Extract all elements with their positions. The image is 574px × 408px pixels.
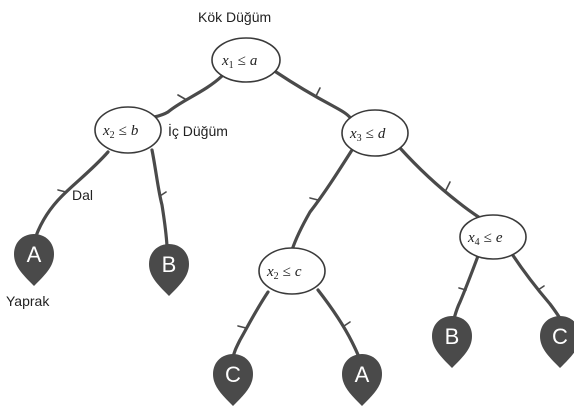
node-n2-val: b — [131, 123, 139, 139]
branch-n4-left — [231, 290, 270, 360]
twig — [177, 94, 186, 100]
twig — [237, 325, 247, 329]
branch-n3-left — [290, 148, 354, 252]
twig — [343, 321, 351, 327]
node-n4: x2 ≤c — [258, 247, 326, 295]
leaf-2: B — [149, 244, 189, 296]
node-n3-var: x — [349, 126, 357, 142]
node-n5-var: x — [467, 230, 475, 246]
branch-label: Dal — [72, 187, 93, 203]
leaf-3-label: C — [225, 362, 241, 387]
leaf-4: A — [342, 354, 382, 406]
twig — [315, 87, 321, 97]
svg-text:x4≤e: x4 ≤e — [467, 230, 503, 248]
node-root-op: ≤ — [238, 53, 246, 69]
leaf-4-label: A — [355, 362, 370, 387]
node-root-sub: 1 — [229, 60, 234, 71]
twig — [159, 191, 167, 197]
leaf-6: C — [540, 316, 574, 368]
branch-n3-right — [398, 146, 482, 220]
node-n4-val: c — [295, 264, 302, 280]
twig — [458, 287, 467, 291]
leaf-1-label: A — [27, 242, 42, 267]
leaf-6-label: C — [552, 324, 568, 349]
internal-node-label: İç Düğüm — [168, 122, 228, 139]
branch-root-right — [274, 70, 354, 122]
node-n4-sub: 2 — [274, 271, 279, 282]
svg-text:x2≤b: x2 ≤b — [102, 123, 139, 141]
leaf-5-label: B — [445, 324, 460, 349]
svg-text:x3≤d: x3 ≤d — [349, 126, 386, 144]
node-internal-right: x3 ≤d — [341, 109, 409, 157]
leaf-label: Yaprak — [6, 293, 50, 309]
svg-text:x1≤a: x1 ≤a — [221, 53, 257, 71]
node-internal-left: x2 ≤b — [94, 106, 162, 154]
leaf-2-label: B — [162, 252, 177, 277]
twig — [445, 181, 451, 191]
node-n2-var: x — [102, 123, 110, 139]
node-root-var: x — [221, 53, 229, 69]
node-n3-val: d — [378, 126, 386, 142]
node-n5-op: ≤ — [484, 230, 492, 246]
branch-n5-right — [510, 252, 564, 324]
leaf-1: A — [14, 234, 54, 286]
node-n5: x4 ≤e — [459, 214, 527, 260]
node-n4-var: x — [266, 264, 274, 280]
twig — [57, 189, 67, 193]
node-n5-val: e — [496, 230, 503, 246]
branch-n2-right — [150, 148, 169, 248]
node-n2-op: ≤ — [119, 123, 127, 139]
leaf-5: B — [432, 316, 472, 368]
node-root-val: a — [250, 53, 258, 69]
branch-n2-left — [34, 150, 110, 238]
node-n5-sub: 4 — [475, 237, 480, 248]
node-n3-sub: 3 — [357, 133, 362, 144]
node-n2-sub: 2 — [110, 130, 115, 141]
branch-root-left — [141, 74, 224, 124]
root-node-label: Kök Düğüm — [198, 9, 271, 25]
node-root: x1 ≤a — [211, 37, 281, 83]
node-n4-op: ≤ — [283, 264, 291, 280]
svg-text:x2≤c: x2 ≤c — [266, 264, 302, 282]
leaf-3: C — [213, 354, 253, 406]
twig — [537, 285, 545, 291]
branch-n5-left — [451, 254, 480, 324]
twig — [309, 197, 319, 201]
branch-n4-right — [316, 288, 362, 362]
node-n3-op: ≤ — [366, 126, 374, 142]
